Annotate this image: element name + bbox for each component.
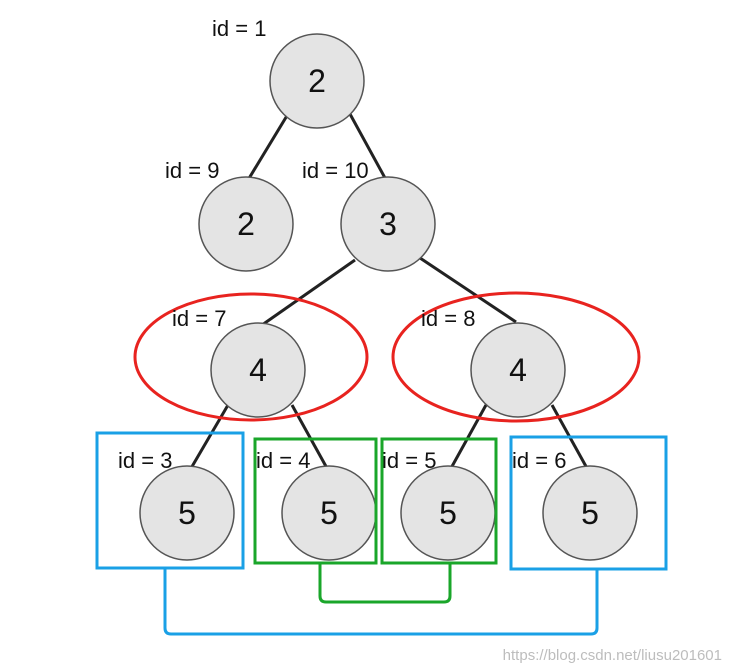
green-box-left (253, 437, 378, 565)
edge-10-8 (419, 256, 517, 324)
edge-7-3 (188, 404, 230, 471)
node-value: 4 (249, 352, 267, 388)
node-id-label: id = 9 (165, 158, 219, 183)
tree-node: 2 id = 9 (165, 158, 294, 272)
node-circle (340, 176, 436, 272)
edge-1-10 (348, 113, 387, 179)
red-ellipse-right (391, 291, 641, 423)
tree-nodes: 2 id = 1 2 id = 9 3 id = 10 4 id = 7 4 i… (118, 16, 638, 561)
node-value: 2 (237, 206, 255, 242)
green-grouping (253, 437, 498, 604)
node-value: 2 (308, 63, 326, 99)
blue-grouping (95, 431, 668, 636)
tree-node: 5 id = 4 (256, 448, 377, 561)
node-value: 5 (581, 495, 599, 531)
node-id-label: id = 1 (212, 16, 266, 41)
node-circle (542, 465, 638, 561)
edge-1-9 (246, 113, 290, 181)
node-id-label: id = 6 (512, 448, 566, 473)
node-value: 3 (379, 206, 397, 242)
node-circle (198, 176, 294, 272)
node-value: 5 (320, 495, 338, 531)
tree-node: 5 id = 5 (382, 448, 496, 561)
green-box-right (380, 437, 498, 565)
tree-node: 2 id = 1 (212, 16, 365, 129)
node-circle (139, 465, 235, 561)
node-circle (470, 322, 566, 418)
node-id-label: id = 10 (302, 158, 369, 183)
node-id-label: id = 8 (421, 306, 475, 331)
node-value: 5 (439, 495, 457, 531)
red-ellipse-left (133, 292, 369, 422)
tree-node: 5 id = 6 (512, 448, 638, 561)
node-id-label: id = 4 (256, 448, 310, 473)
node-id-label: id = 5 (382, 448, 436, 473)
edge-10-7 (261, 258, 356, 327)
watermark: https://blog.csdn.net/liusu201601 (503, 647, 722, 664)
tree-node: 4 id = 7 (172, 306, 306, 418)
tree-node: 4 id = 8 (421, 306, 566, 418)
tree-node: 5 id = 3 (118, 448, 235, 561)
node-id-label: id = 7 (172, 306, 226, 331)
node-value: 5 (178, 495, 196, 531)
node-value: 4 (509, 352, 527, 388)
blue-connector (163, 569, 599, 636)
node-id-label: id = 3 (118, 448, 172, 473)
node-circle (269, 33, 365, 129)
node-circle (210, 322, 306, 418)
blue-box-left (95, 431, 245, 570)
tree-node: 3 id = 10 (302, 158, 436, 272)
highlight-ellipses (133, 291, 641, 423)
blue-box-right (509, 435, 668, 571)
green-connector (318, 563, 452, 604)
